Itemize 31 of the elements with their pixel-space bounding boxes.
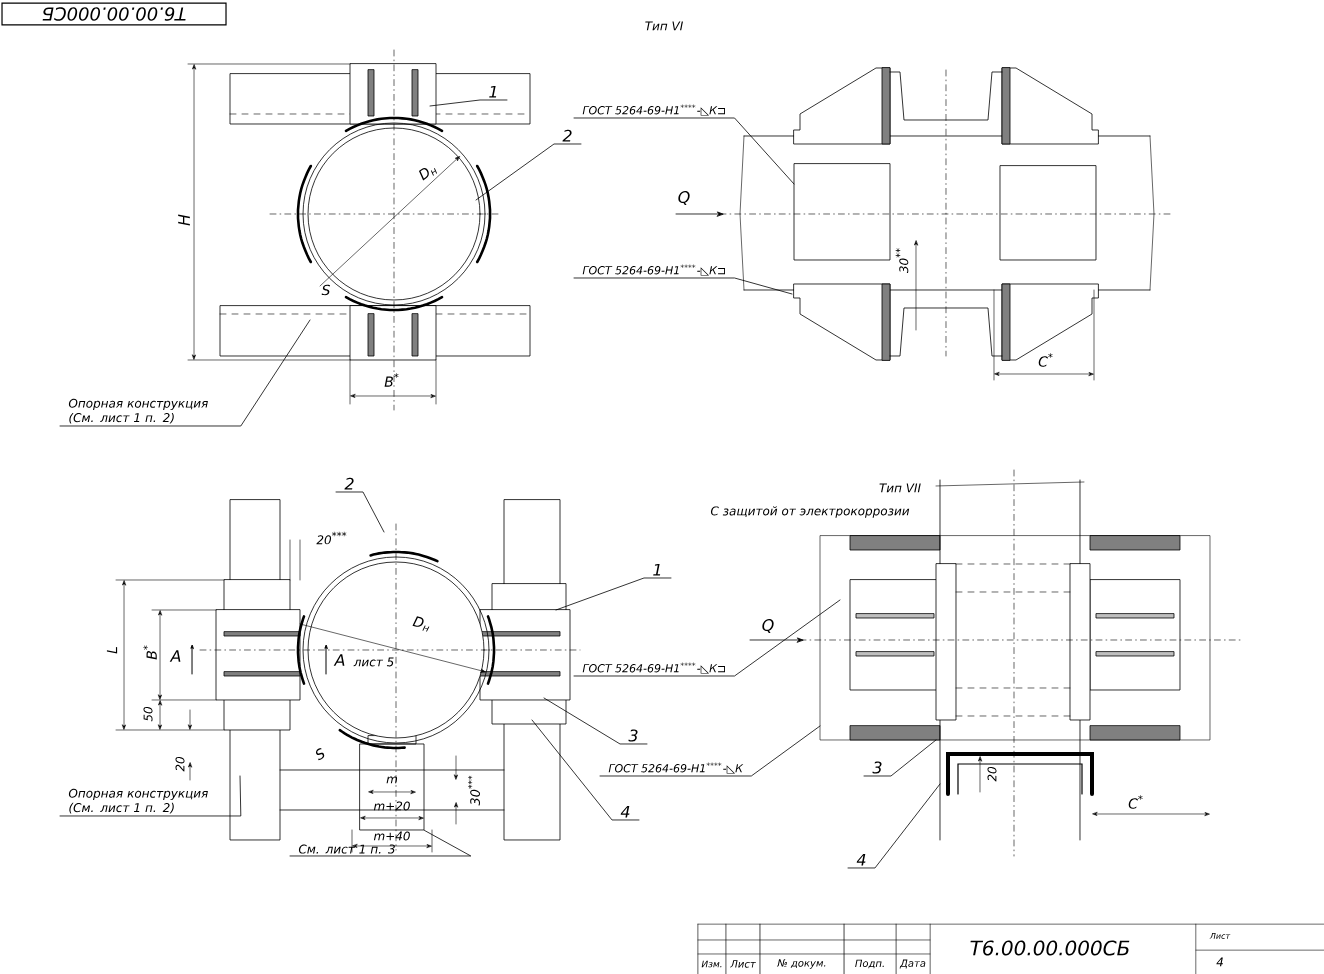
leader-line [573,277,793,295]
callout-number: 4 [856,853,866,866]
callout-number: 4 [620,805,630,818]
dimension-text: Н [178,214,190,226]
drawing-number-stamp: Т6.00.00.000СБ [1,2,227,26]
callout-number: 2 [562,129,572,142]
section-mark: A [169,650,181,662]
leader-line [335,491,385,533]
leader-line [475,143,582,201]
leader-line [543,697,648,745]
leader-line [429,99,508,107]
leader-line [555,577,672,611]
callout-number: 2 [344,477,354,490]
callout-number: 3 [628,729,638,742]
callout-number: 1 [653,563,661,576]
leader-line [599,725,821,777]
leader-line [847,783,941,869]
leader-line [59,319,311,427]
leader-line [531,719,640,821]
direction-label: Q [762,619,774,633]
leader-line [573,599,841,677]
section-mark: A [333,654,345,666]
leader-line [573,117,795,185]
leader-line [59,775,242,817]
leader-line [289,830,472,857]
support-block [359,743,425,831]
callout-number: 3 [872,761,882,774]
drawing-number: Т6.00.00.000СБ [970,940,1130,956]
leader-line [863,739,937,777]
callout-number: 1 [489,85,497,98]
direction-label: Q [678,191,690,205]
